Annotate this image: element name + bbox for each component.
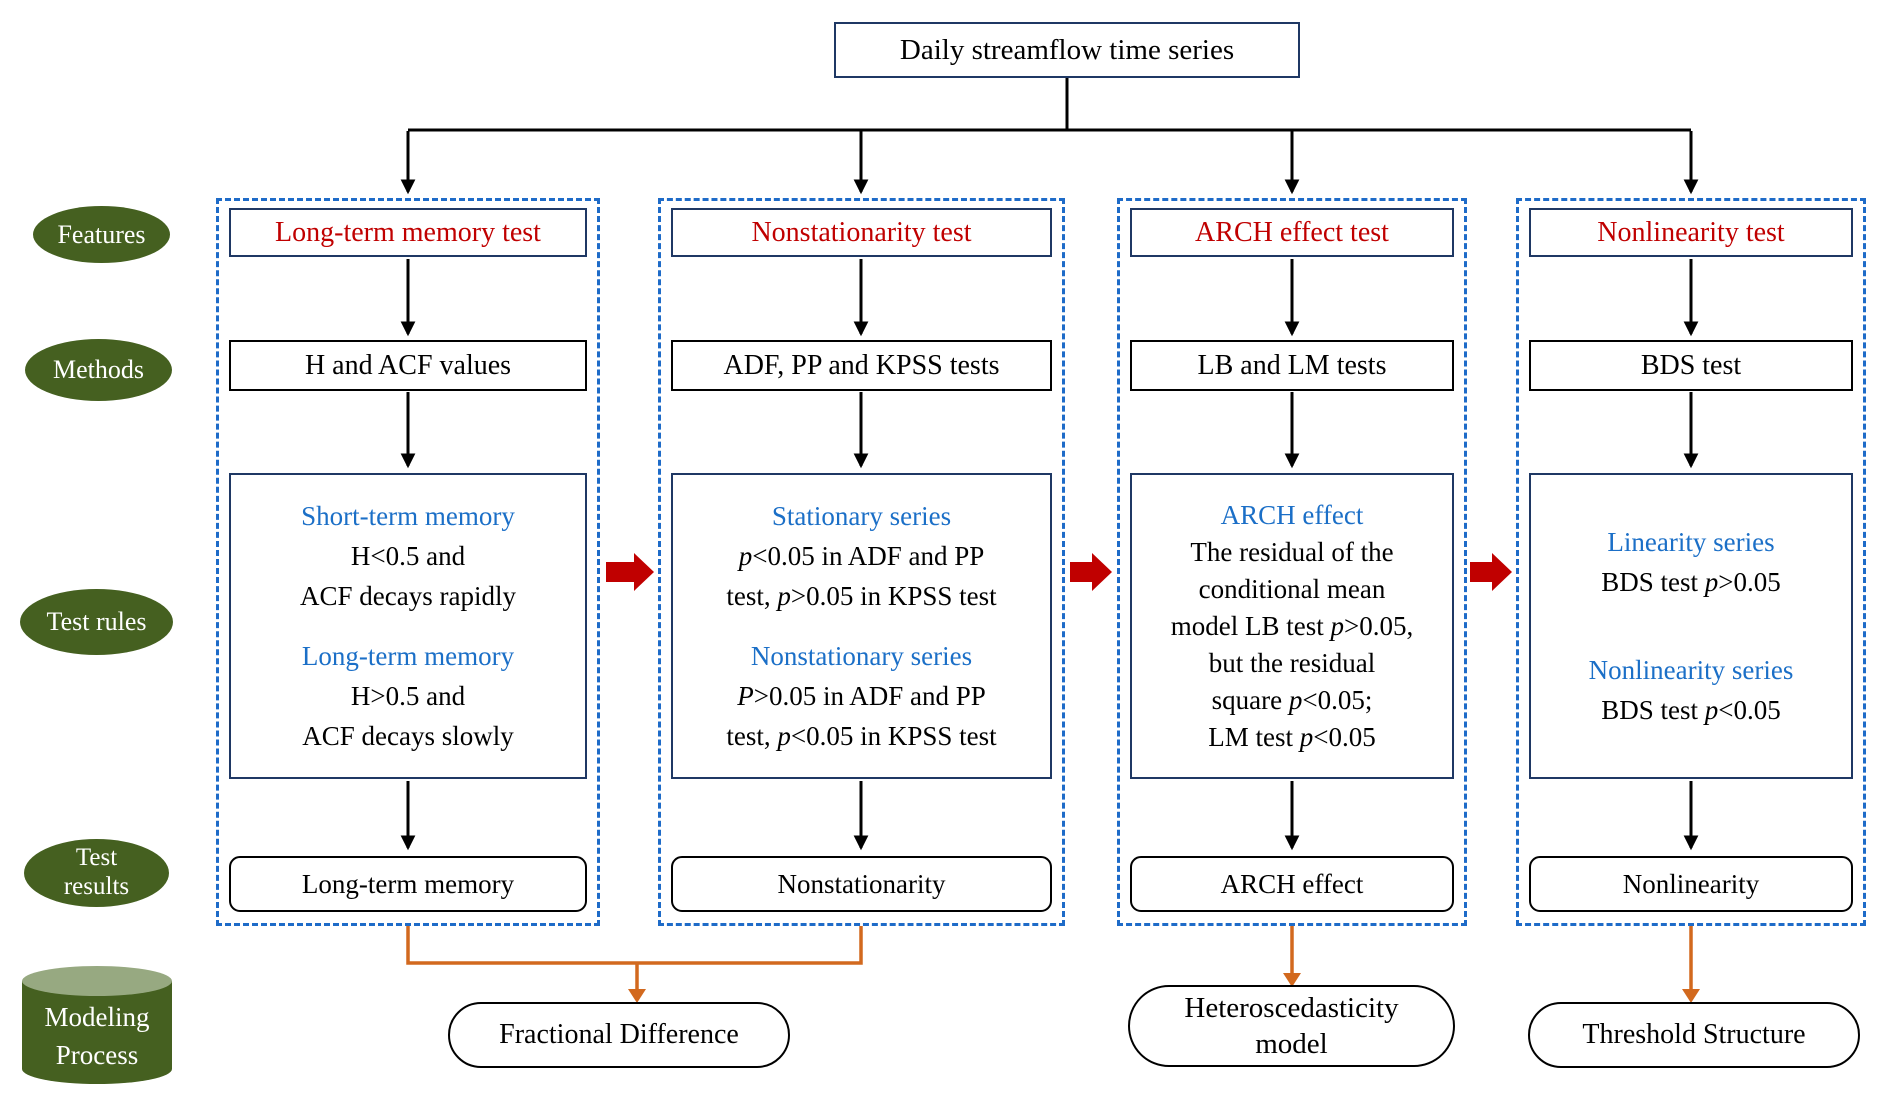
column-arch-effect-test: ARCH effect test LB and LM tests ARCH ef… bbox=[1117, 198, 1467, 926]
orange-arrowhead-threshold-icon bbox=[1682, 989, 1700, 1003]
feature-box: ARCH effect test bbox=[1130, 208, 1454, 257]
row-label-modeling-process-text: Modeling Process bbox=[22, 998, 172, 1074]
rule-heading: Short-term memory bbox=[301, 500, 515, 531]
column-nonstationarity-test: Nonstationarity test ADF, PP and KPSS te… bbox=[658, 198, 1065, 926]
rule-line: test, p<0.05 in KPSS test bbox=[726, 721, 997, 752]
result-box: Long-term memory bbox=[229, 856, 587, 912]
rule-line: model LB test p>0.05, bbox=[1170, 610, 1414, 641]
result-label: Nonlinearity bbox=[1622, 868, 1760, 899]
feature-label: Nonstationarity test bbox=[751, 216, 972, 248]
rule-line: test, p>0.05 in KPSS test bbox=[726, 580, 997, 611]
output-threshold-structure: Threshold Structure bbox=[1528, 1002, 1860, 1068]
modeling-line2: Process bbox=[55, 1040, 139, 1070]
row-label-test-rules-text: Test rules bbox=[46, 607, 147, 637]
rule-group: Linearity series BDS test p>0.05 bbox=[1601, 522, 1781, 602]
rule-heading: Stationary series bbox=[771, 500, 952, 531]
title-text: Daily streamflow time series bbox=[899, 33, 1235, 66]
output-heteroscedasticity-model: Heteroscedasticity model bbox=[1128, 985, 1455, 1067]
rule-line: conditional mean bbox=[1198, 573, 1386, 604]
rule-line: but the residual bbox=[1208, 647, 1376, 678]
rule-line: p<0.05 in ADF and PP bbox=[738, 540, 985, 571]
rule-group: ARCH effect The residual of the conditio… bbox=[1171, 497, 1413, 756]
rule-heading: ARCH effect bbox=[1220, 499, 1364, 530]
rule-line: square p<0.05; bbox=[1211, 684, 1373, 715]
red-arrow-col3-col4-icon bbox=[1470, 553, 1512, 591]
cylinder-body bbox=[22, 981, 172, 1084]
feature-label: Nonlinearity test bbox=[1597, 216, 1785, 248]
method-box: BDS test bbox=[1529, 340, 1853, 391]
black-flow-arrows bbox=[400, 78, 1699, 851]
rule-line: The residual of the bbox=[1190, 536, 1394, 567]
feature-box: Nonstationarity test bbox=[671, 208, 1052, 257]
modeling-line1: Modeling bbox=[44, 1002, 150, 1032]
rule-line: BDS test p>0.05 bbox=[1601, 567, 1781, 598]
rule-line: H<0.5 and bbox=[350, 540, 466, 571]
row-label-test-results-line1: Test bbox=[75, 844, 118, 872]
method-label: BDS test bbox=[1640, 349, 1742, 381]
rule-group: Short-term memory H<0.5 and ACF decays r… bbox=[300, 496, 516, 616]
red-arrow-col2-col3-icon bbox=[1070, 553, 1112, 591]
red-arrow-col1-col2-icon bbox=[606, 553, 654, 591]
row-label-modeling-process-cylinder: Modeling Process bbox=[22, 966, 172, 1084]
rule-line: P>0.05 in ADF and PP bbox=[737, 681, 986, 712]
feature-label: Long-term memory test bbox=[275, 216, 541, 248]
feature-label: ARCH effect test bbox=[1195, 216, 1389, 248]
feature-box: Nonlinearity test bbox=[1529, 208, 1853, 257]
column-nonlinearity-test: Nonlinearity test BDS test Linearity ser… bbox=[1516, 198, 1866, 926]
output-fractional-difference-text: Fractional Difference bbox=[499, 1019, 739, 1050]
row-label-methods: Methods bbox=[25, 339, 172, 401]
result-box: ARCH effect bbox=[1130, 856, 1454, 912]
rules-box: Linearity series BDS test p>0.05 Nonline… bbox=[1529, 473, 1853, 779]
rule-group: Stationary series p<0.05 in ADF and PP t… bbox=[726, 496, 996, 616]
orange-output-arrows bbox=[406, 926, 1700, 1003]
rule-line: BDS test p<0.05 bbox=[1601, 694, 1781, 725]
rule-heading: Long-term memory bbox=[301, 641, 515, 672]
row-label-features: Features bbox=[33, 206, 170, 263]
cylinder-top-ellipse bbox=[22, 966, 172, 996]
result-label: Nonstationarity bbox=[777, 868, 946, 899]
column-long-term-memory-test: Long-term memory test H and ACF values S… bbox=[216, 198, 600, 926]
output-fractional-difference: Fractional Difference bbox=[448, 1002, 790, 1068]
rule-line: H>0.5 and bbox=[350, 681, 466, 712]
row-label-test-results: Test results bbox=[24, 839, 169, 907]
method-box: ADF, PP and KPSS tests bbox=[671, 340, 1052, 391]
rules-box: ARCH effect The residual of the conditio… bbox=[1130, 473, 1454, 779]
row-label-methods-text: Methods bbox=[53, 355, 144, 385]
row-label-test-results-line2: results bbox=[63, 873, 130, 900]
result-box: Nonlinearity bbox=[1529, 856, 1853, 912]
rule-heading: Nonlinearity series bbox=[1588, 654, 1794, 685]
rule-line: ACF decays slowly bbox=[302, 721, 514, 752]
title-box: Daily streamflow time series bbox=[834, 22, 1300, 78]
orange-arrowhead-fractional-icon bbox=[628, 989, 646, 1003]
result-label: ARCH effect bbox=[1220, 868, 1364, 899]
rules-box: Stationary series p<0.05 in ADF and PP t… bbox=[671, 473, 1052, 779]
rule-group: Nonlinearity series BDS test p<0.05 bbox=[1589, 650, 1794, 730]
method-label: H and ACF values bbox=[304, 349, 512, 381]
merge-line-col1-col2 bbox=[406, 926, 863, 965]
rule-heading: Nonstationary series bbox=[750, 641, 973, 672]
method-label: LB and LM tests bbox=[1197, 349, 1387, 381]
row-label-test-rules: Test rules bbox=[20, 589, 173, 655]
output-heteroscedasticity-line2: model bbox=[1255, 1028, 1328, 1060]
rules-box: Short-term memory H<0.5 and ACF decays r… bbox=[229, 473, 587, 779]
feature-box: Long-term memory test bbox=[229, 208, 587, 257]
result-box: Nonstationarity bbox=[671, 856, 1052, 912]
rule-group: Long-term memory H>0.5 and ACF decays sl… bbox=[302, 636, 514, 756]
rule-heading: Linearity series bbox=[1607, 527, 1775, 558]
result-label: Long-term memory bbox=[301, 868, 515, 899]
method-box: LB and LM tests bbox=[1130, 340, 1454, 391]
rule-line: ACF decays rapidly bbox=[300, 580, 516, 611]
output-heteroscedasticity-line1: Heteroscedasticity bbox=[1184, 992, 1399, 1024]
method-label: ADF, PP and KPSS tests bbox=[723, 349, 1000, 381]
orange-arrowhead-heteroscedasticity-icon bbox=[1283, 973, 1301, 987]
output-threshold-structure-text: Threshold Structure bbox=[1582, 1019, 1806, 1050]
rule-group: Nonstationary series P>0.05 in ADF and P… bbox=[726, 636, 996, 756]
row-label-features-text: Features bbox=[57, 219, 146, 249]
rule-line: LM test p<0.05 bbox=[1208, 721, 1376, 752]
red-transfer-arrows bbox=[606, 553, 1512, 591]
method-box: H and ACF values bbox=[229, 340, 587, 391]
